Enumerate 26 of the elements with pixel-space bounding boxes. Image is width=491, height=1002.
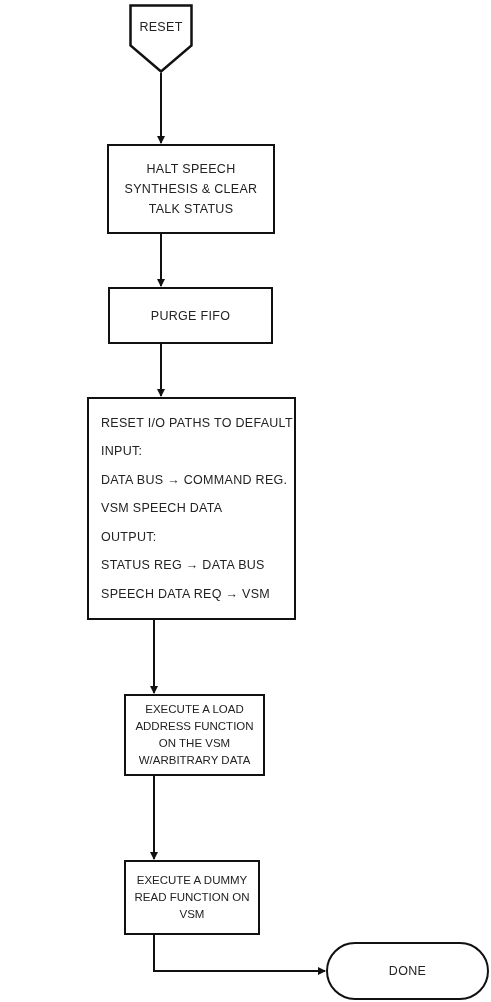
- node-text: HALT SPEECH SYNTHESIS & CLEAR TALK STATUS: [123, 161, 259, 218]
- node-text: PURGE FIFO: [150, 307, 231, 325]
- arrow: [150, 775, 158, 860]
- node-text: EXECUTE A DUMMY READ FUNCTION ON VSM: [133, 873, 251, 922]
- node-text: SPEECH DATA REQ → VSM: [101, 585, 271, 603]
- process-box: [108, 287, 273, 344]
- node-text: OUTPUT:: [101, 528, 157, 546]
- node-text: EXECUTE A LOAD ADDRESS FUNCTION ON THE VSM W/ARBITRARY DATA: [134, 702, 255, 768]
- node-text: VSM SPEECH DATA: [101, 500, 223, 518]
- node-text: INPUT:: [101, 443, 143, 461]
- process-box: [124, 860, 260, 935]
- node-text: DATA BUS → COMMAND REG.: [101, 471, 288, 489]
- node-text: STATUS REG → DATA BUS: [101, 557, 265, 575]
- start-terminal: [129, 4, 193, 73]
- arrow: [150, 619, 158, 694]
- arrow: [157, 72, 165, 144]
- arrow: [153, 934, 326, 975]
- node-text: RESET I/O PATHS TO DEFAULT: [101, 414, 293, 432]
- process-box: [124, 694, 265, 776]
- end-terminal: [326, 942, 489, 1000]
- arrow: [157, 233, 165, 287]
- process-box: [107, 144, 275, 234]
- node-text: DONE: [388, 963, 427, 980]
- process-box: [87, 397, 296, 620]
- arrow: [157, 343, 165, 397]
- node-text: RESET: [139, 19, 183, 36]
